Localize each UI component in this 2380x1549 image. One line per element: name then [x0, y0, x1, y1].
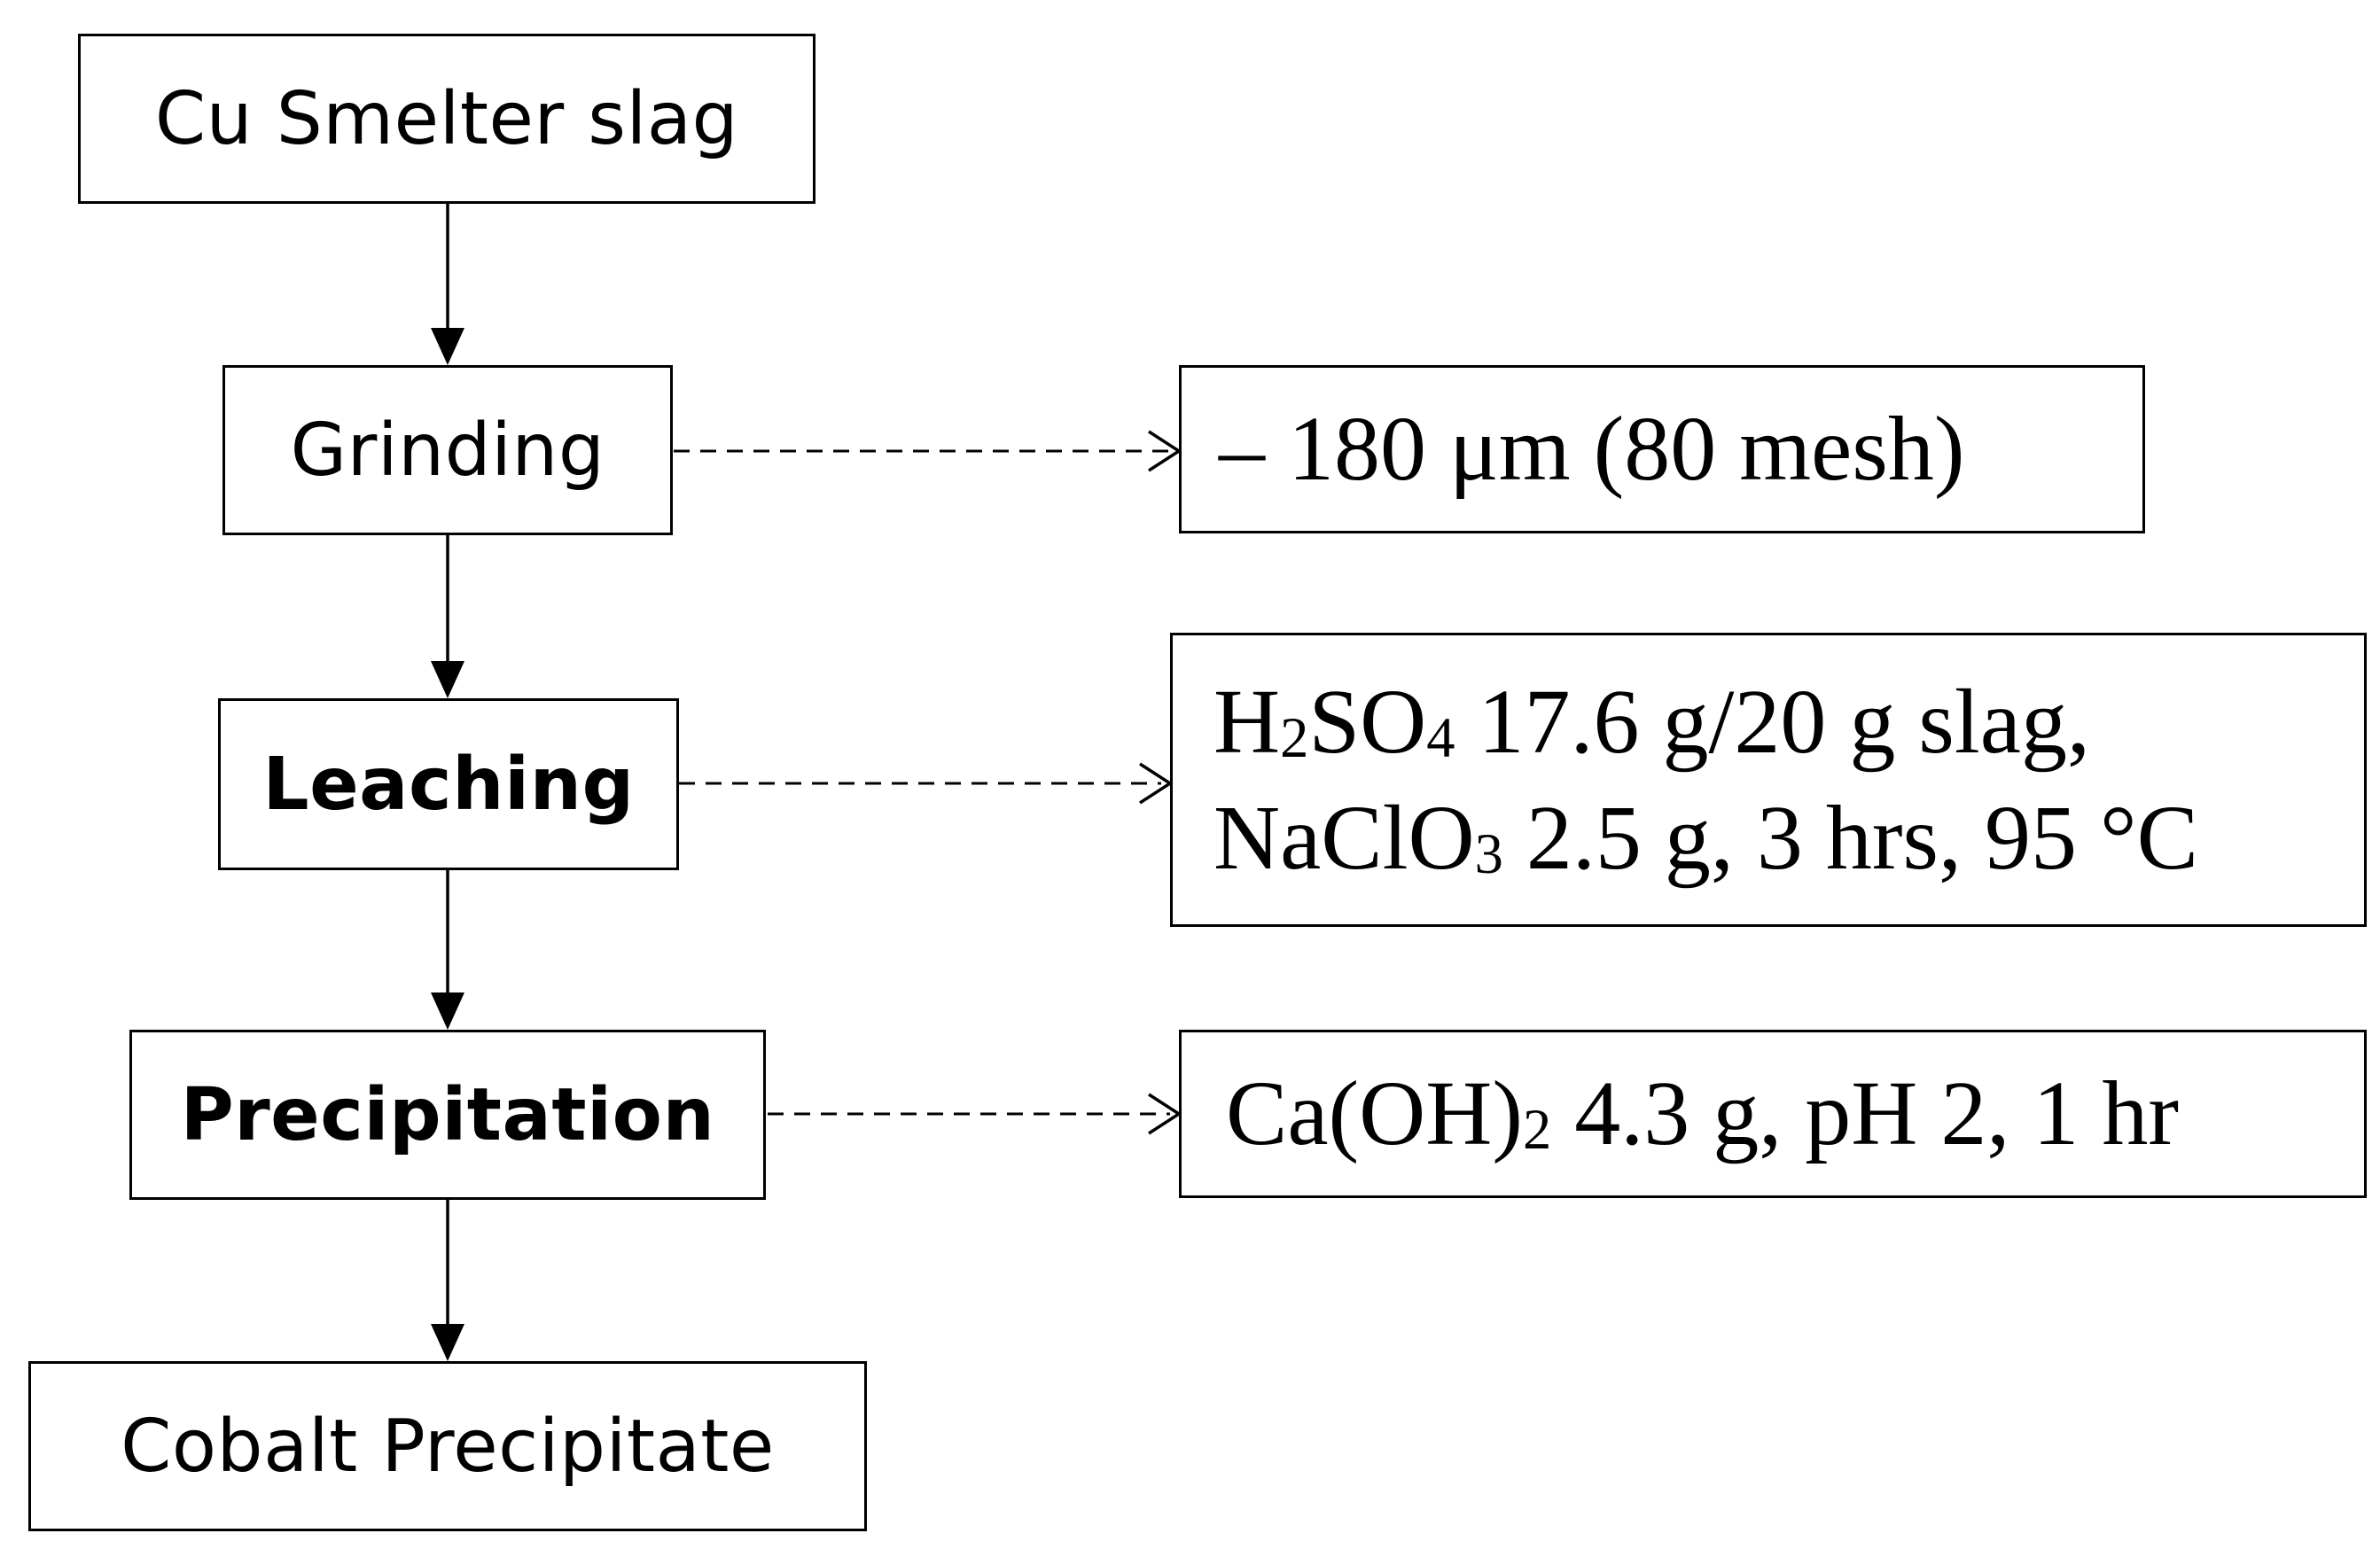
step-cu-smelter-slag: Cu Smelter slag — [78, 34, 815, 204]
subscript: 3 — [1474, 822, 1503, 886]
step-cobalt-precipitate: Cobalt Precipitate — [28, 1361, 867, 1531]
dashed-arrow-precipitation-conditions — [768, 1093, 1182, 1135]
arrow-leaching-to-precipitation — [431, 870, 464, 1030]
dashed-arrow-grinding-conditions — [674, 430, 1182, 472]
subscript: 2 — [1280, 706, 1309, 770]
leaching-conditions-lines: H2SO4 17.6 g/20 g slag, NaClO3 2.5 g, 3 … — [1213, 664, 2198, 896]
grinding-conditions-text: – 180 μm (80 mesh) — [1219, 398, 1965, 501]
leaching-conditions-line-1: H2SO4 17.6 g/20 g slag, — [1213, 664, 2198, 780]
step-label: Precipitation — [180, 1072, 715, 1157]
step-leaching: Leaching — [218, 698, 679, 870]
step-label: Cu Smelter slag — [154, 76, 739, 161]
leaching-conditions-box: H2SO4 17.6 g/20 g slag, NaClO3 2.5 g, 3 … — [1170, 633, 2367, 927]
precipitation-conditions-line: Ca(OH)2 4.3 g, pH 2, 1 hr — [1226, 1055, 2179, 1171]
subscript: 4 — [1426, 706, 1455, 770]
condition-text: 2.5 g, 3 hrs, 95 °C — [1502, 787, 2198, 889]
reagent-text: H — [1213, 670, 1281, 773]
reagent-text: SO — [1308, 670, 1427, 773]
arrow-slag-to-grinding — [431, 204, 464, 365]
subscript: 2 — [1523, 1098, 1552, 1162]
grinding-conditions-box: – 180 μm (80 mesh) — [1179, 365, 2145, 533]
arrow-precipitation-to-cobalt — [431, 1200, 464, 1361]
condition-text: 4.3 g, pH 2, 1 hr — [1551, 1063, 2179, 1165]
leaching-conditions-line-2: NaClO3 2.5 g, 3 hrs, 95 °C — [1213, 780, 2198, 896]
step-label: Cobalt Precipitate — [121, 1404, 775, 1489]
step-label: Leaching — [262, 742, 635, 827]
step-label: Grinding — [290, 408, 605, 493]
step-grinding: Grinding — [222, 365, 673, 535]
condition-text: 17.6 g/20 g slag, — [1455, 670, 2090, 773]
reagent-text: NaClO — [1213, 787, 1475, 889]
arrow-grinding-to-leaching — [431, 535, 464, 698]
precipitation-conditions-box: Ca(OH)2 4.3 g, pH 2, 1 hr — [1179, 1030, 2367, 1198]
step-precipitation: Precipitation — [129, 1030, 766, 1200]
reagent-text: Ca(OH) — [1226, 1063, 1524, 1165]
dashed-arrow-leaching-conditions — [679, 762, 1174, 805]
